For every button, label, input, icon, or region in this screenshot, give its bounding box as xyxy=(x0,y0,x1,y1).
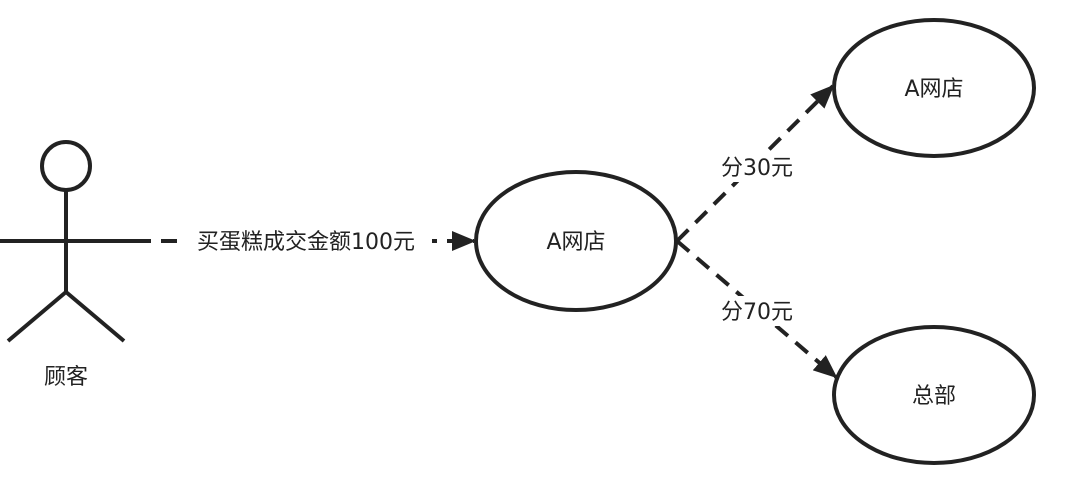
edge-share-store[interactable]: 分30元 xyxy=(675,84,835,243)
node-store-center[interactable]: A网店 xyxy=(474,170,678,312)
node-store-top-shape xyxy=(832,18,1036,158)
edge-purchase[interactable]: 买蛋糕成交金额100元 xyxy=(135,226,476,256)
actor-left-leg xyxy=(6,290,68,343)
node-store-center-label: A网店 xyxy=(546,230,605,255)
edge-share-hq-label: 分70元 xyxy=(721,300,793,325)
node-headquarters-shape xyxy=(832,325,1036,465)
actor-customer[interactable] xyxy=(0,140,135,343)
node-headquarters-label: 总部 xyxy=(912,384,956,409)
actor-head xyxy=(40,140,92,192)
edge-share-hq-label-bg xyxy=(716,296,800,326)
node-store-top[interactable]: A网店 xyxy=(832,18,1036,158)
edge-share-store-label: 分30元 xyxy=(721,156,793,181)
actor-label: 顾客 xyxy=(44,365,88,390)
edge-purchase-label-bg xyxy=(180,226,432,256)
edge-purchase-label: 买蛋糕成交金额100元 xyxy=(197,230,415,255)
edge-share-hq[interactable]: 分70元 xyxy=(675,239,838,379)
node-headquarters[interactable]: 总部 xyxy=(832,325,1036,465)
edge-share-store-label-bg xyxy=(716,152,800,182)
actor-right-leg xyxy=(64,290,126,343)
node-store-center-shape xyxy=(474,170,678,312)
node-store-top-label: A网店 xyxy=(904,77,963,102)
